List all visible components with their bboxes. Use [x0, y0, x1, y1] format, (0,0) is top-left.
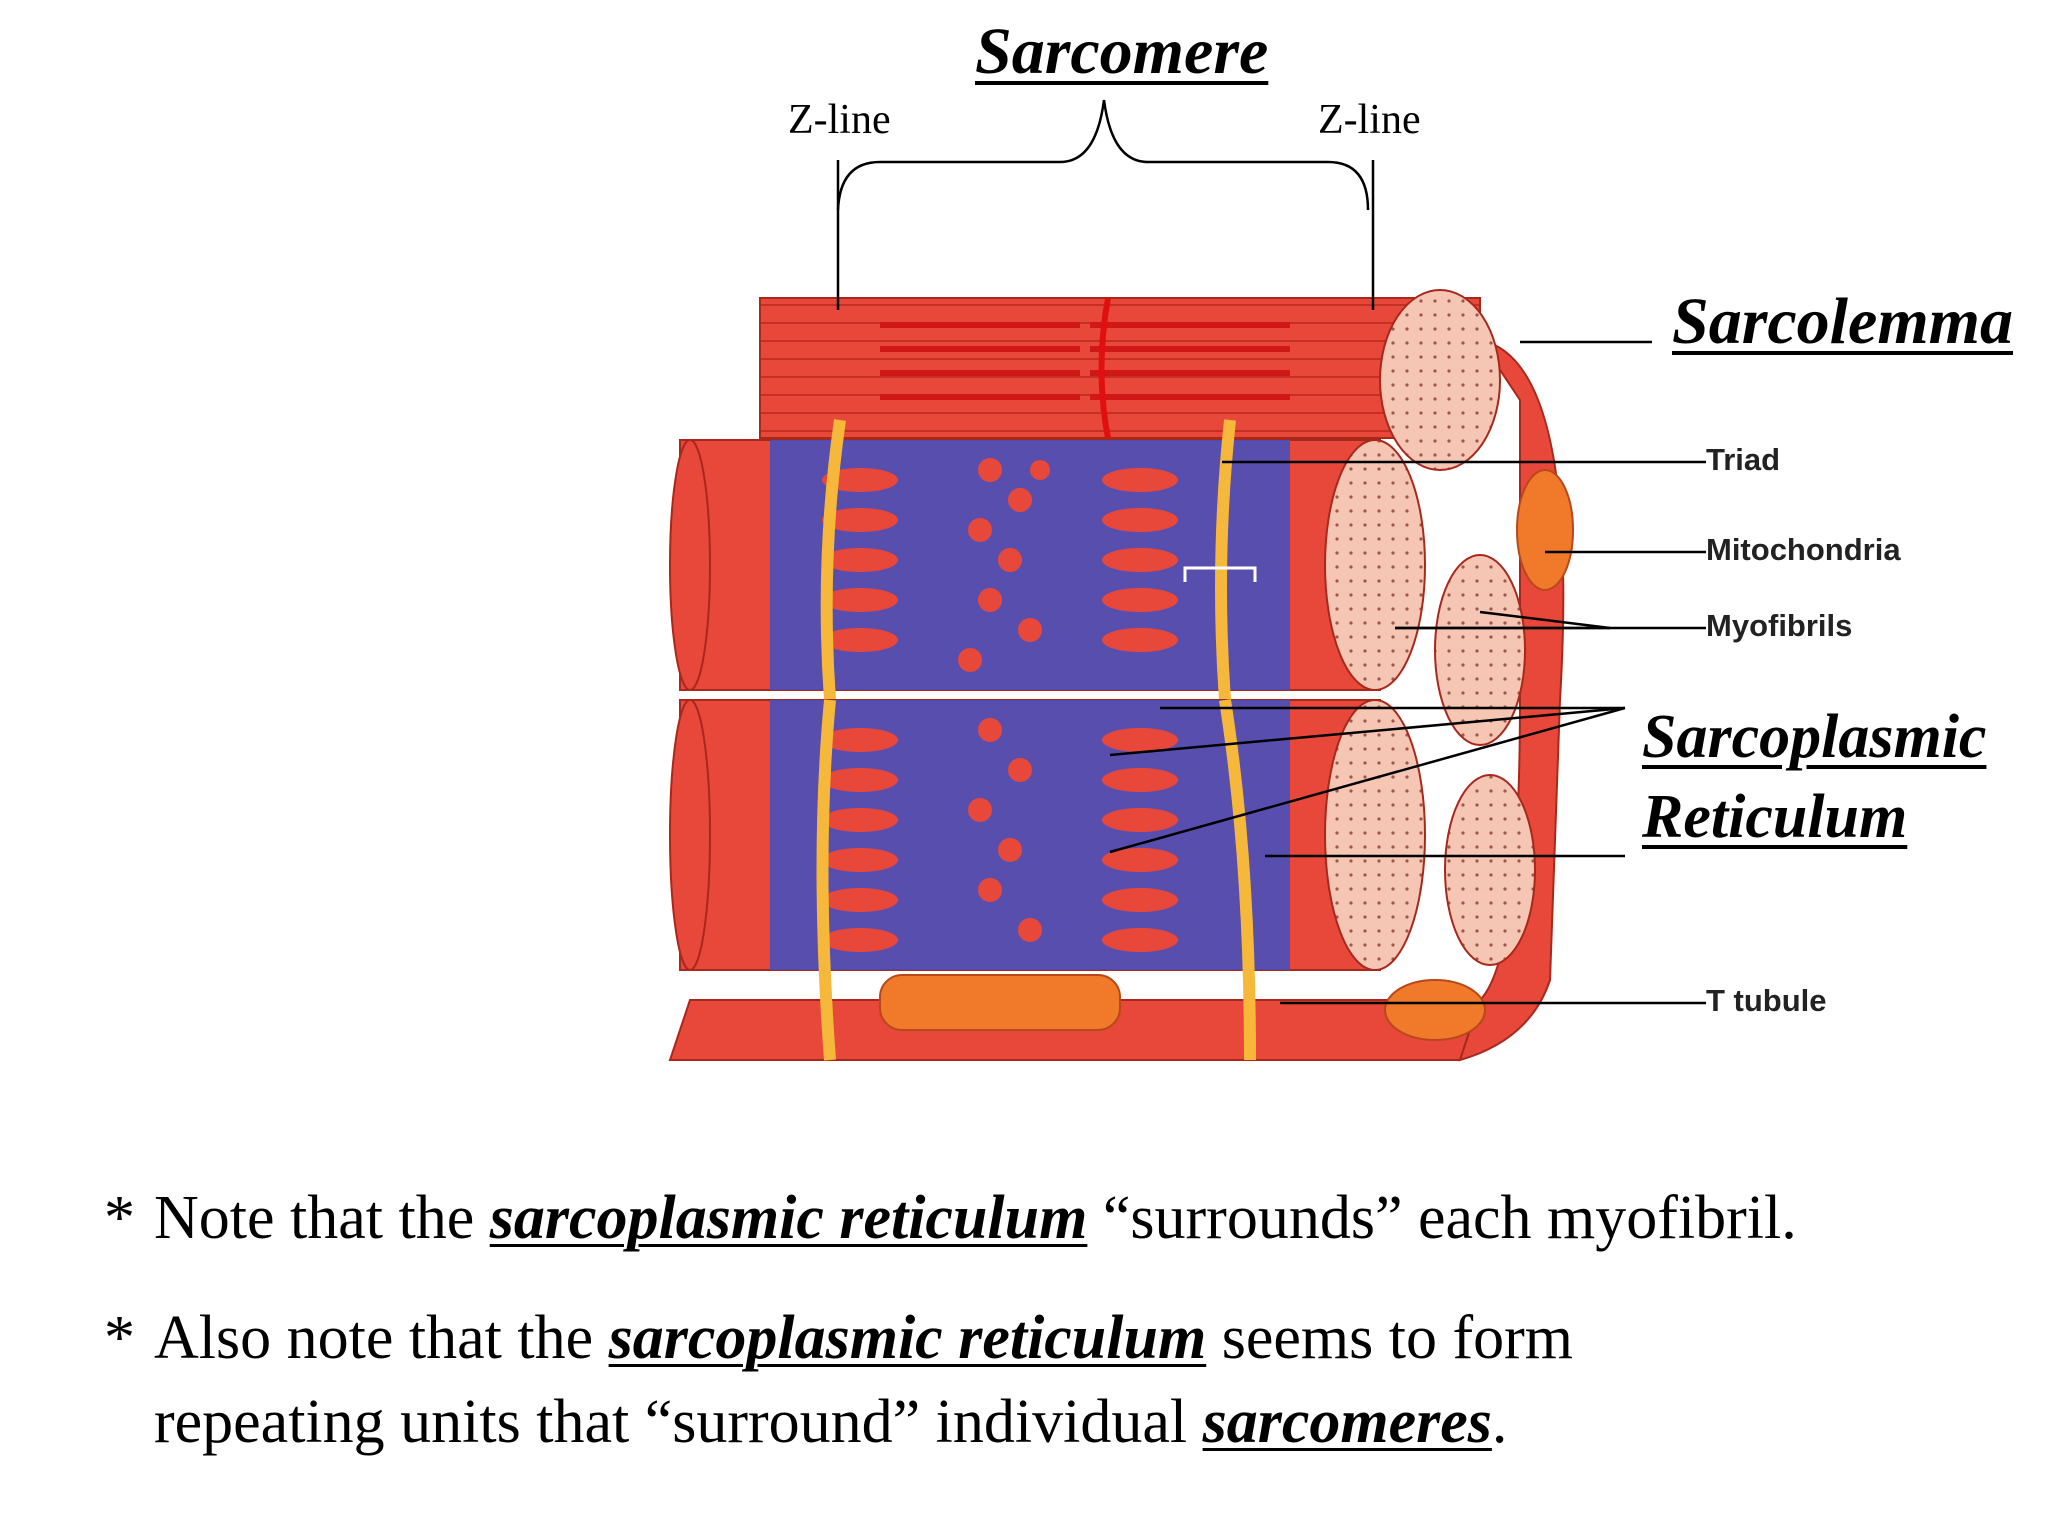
mitochondrion	[1384, 979, 1486, 1041]
mitochondria-label: Mitochondria	[1706, 532, 1901, 567]
muscle-fiber-diagram	[668, 99, 1706, 1062]
myofibril-end	[1434, 554, 1526, 746]
t-tubule-right-mid	[1215, 419, 1236, 701]
note-1-emphasis: sarcoplasmic reticulum	[489, 1184, 1088, 1252]
t-tubule-label: T tubule	[1706, 983, 1827, 1018]
z-line-right-label: Z-line	[1318, 97, 1421, 143]
top-myofibril	[759, 289, 1501, 471]
note-2-line2-emphasis: sarcomeres	[1202, 1388, 1492, 1456]
myofibril-end	[1379, 289, 1501, 471]
sarcoplasmic-label: Sarcoplasmic	[1642, 703, 1987, 771]
leader-sr-3	[1109, 706, 1626, 854]
note-1-text-pre: Note that the	[154, 1184, 475, 1252]
note-1-text-post: “surrounds” each myofibril.	[1102, 1184, 1797, 1252]
myofibril-end	[1444, 774, 1536, 966]
note-2-emphasis: sarcoplasmic reticulum	[608, 1304, 1207, 1372]
mitochondrion	[1516, 469, 1574, 591]
sarcolemma-label: Sarcolemma	[1672, 285, 2013, 358]
reticulum-label: Reticulum	[1642, 783, 1908, 851]
t-tubule-left-mid	[820, 419, 846, 701]
note-1-bullet: *	[104, 1184, 135, 1252]
myofibril-end	[1324, 699, 1426, 971]
triad-label: Triad	[1706, 442, 1781, 477]
sarcomere-title: Sarcomere	[975, 15, 1269, 88]
myofibril-end	[1324, 439, 1426, 691]
myofibrils-label: Myofibrils	[1706, 608, 1853, 643]
note-2: * Also note that the sarcoplasmic reticul…	[104, 1296, 1573, 1464]
triad-bracket	[1183, 566, 1257, 582]
leader-sr-2	[1109, 706, 1626, 757]
note-2-line2-pre: repeating units that “surround” individu…	[154, 1388, 1188, 1456]
t-tubule-left-bot	[816, 699, 836, 1061]
note-2-line2-post: .	[1491, 1388, 1508, 1456]
note-1: * Note that the sarcoplasmic reticulum “s…	[104, 1176, 1797, 1260]
sarcomere-brace	[836, 99, 1370, 211]
z-line-left-label: Z-line	[788, 97, 891, 143]
note-2-text-post: seems to form	[1221, 1304, 1573, 1372]
mitochondrion	[879, 974, 1121, 1031]
bottom-myofibril	[669, 699, 1426, 1061]
middle-myofibril	[669, 419, 1426, 701]
note-2-text-pre: Also note that the	[154, 1304, 594, 1372]
note-2-bullet: *	[104, 1304, 135, 1372]
